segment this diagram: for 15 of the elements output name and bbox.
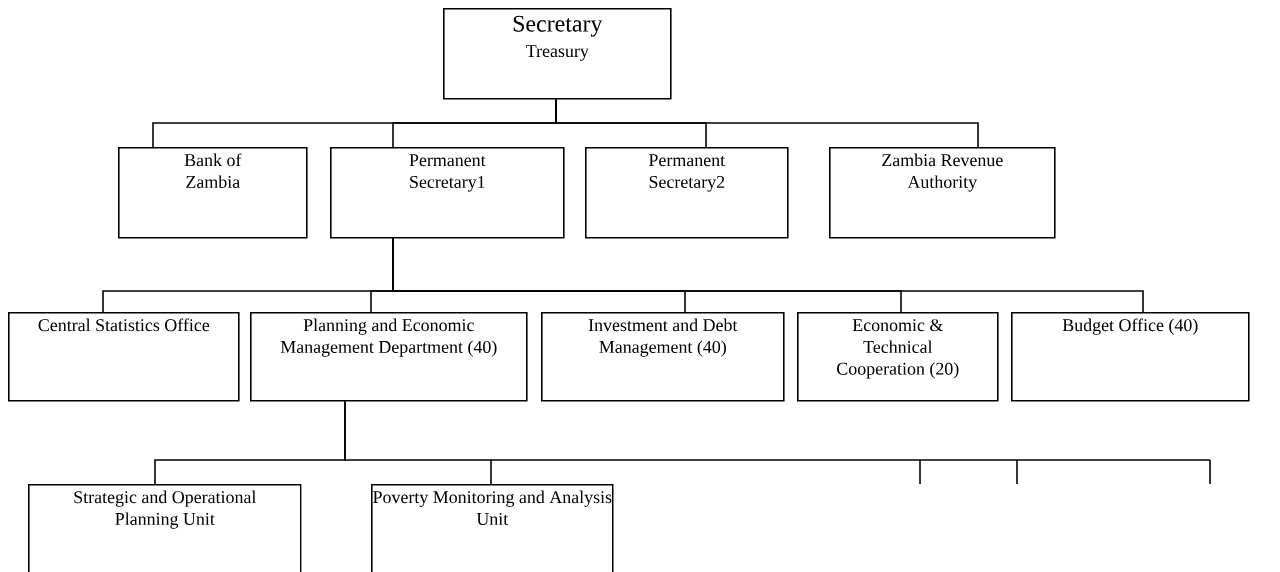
- org-unit-box: Permanent Secretary1: [330, 147, 565, 239]
- org-unit-box: Permanent Secretary2: [585, 147, 789, 239]
- connector-line: [392, 237, 1144, 313]
- connector-line: [555, 98, 979, 148]
- org-unit-box: Secretary Treasury: [443, 8, 672, 100]
- org-unit-box: Bank of Zambia: [118, 147, 308, 239]
- org-unit-box: Strategic and Operational Planning Unit: [28, 484, 302, 572]
- org-unit-box: Poverty Monitoring and Analysis Unit: [371, 484, 614, 572]
- org-unit-box: Zambia Revenue Authority: [829, 147, 1056, 239]
- org-unit-box: Central Statistics Office: [8, 312, 240, 402]
- org-unit-box: Investment and Debt Management (40): [541, 312, 785, 402]
- connector-line: [344, 400, 492, 485]
- org-unit-box: Planning and Economic Management Department (40): [250, 312, 528, 402]
- org-unit-box: Budget Office (40): [1011, 312, 1250, 402]
- org-unit-box: Economic & Technical Cooperation (20): [797, 312, 999, 402]
